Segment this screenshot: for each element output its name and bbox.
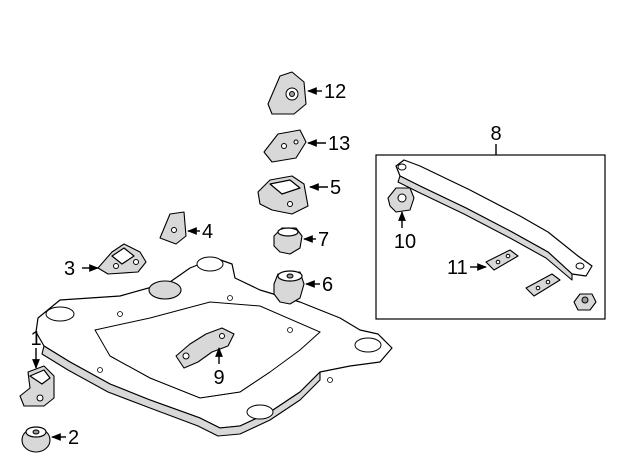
callout-6: 6 <box>322 274 333 296</box>
callout-3: 3 <box>64 258 75 280</box>
callout-4: 4 <box>202 221 213 243</box>
part-5-housing <box>257 175 309 215</box>
callout-13: 13 <box>328 133 350 155</box>
box-plate <box>525 273 561 297</box>
callout-9: 9 <box>213 367 224 389</box>
part-11-plate <box>485 249 519 271</box>
part-8-group-box <box>375 154 606 320</box>
part-13-bracket <box>263 129 307 163</box>
part-10-mount <box>387 187 415 213</box>
part-2-bushing <box>21 426 51 453</box>
callout-11: 11 <box>447 257 468 279</box>
callout-12: 12 <box>324 81 346 103</box>
part-8-crossmember <box>395 159 593 281</box>
part-9-torque-arm <box>175 327 235 369</box>
callout-8: 8 <box>490 123 501 145</box>
part-3-plate <box>97 243 147 275</box>
part-7-bumpstop <box>273 227 303 255</box>
callout-2: 2 <box>68 427 79 449</box>
part-12-mount <box>267 71 307 115</box>
part-6-insulator <box>273 270 305 305</box>
box-bolt <box>573 293 597 311</box>
callout-5: 5 <box>330 177 341 199</box>
callout-10: 10 <box>394 231 416 253</box>
part-4-bracket <box>159 211 187 245</box>
part-1-bracket <box>19 365 55 407</box>
callout-7: 7 <box>318 229 329 251</box>
callout-1: 1 <box>30 328 41 350</box>
